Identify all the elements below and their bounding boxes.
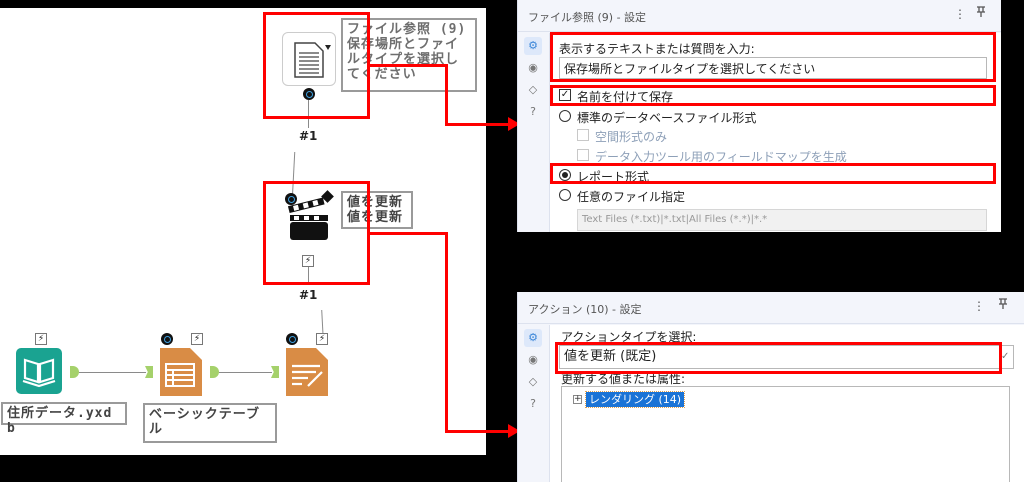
highlight-report-format (550, 163, 996, 184)
side-tab-strip: ⚙ ◉ ◇ ? (518, 33, 550, 232)
action-tool[interactable] (286, 190, 336, 242)
pin-icon[interactable] (998, 298, 1008, 313)
report-icon (286, 348, 328, 396)
connection-label: #1 (299, 288, 318, 302)
tag-icon[interactable]: ◇ (528, 375, 538, 388)
chevron-down-icon[interactable]: ✓ (1001, 351, 1010, 362)
question-anchor-icon[interactable] (286, 333, 298, 345)
book-icon (22, 358, 56, 388)
file-browse-config-panel: ファイル参照 (9) - 設定 ⋮ ⚙ ◉ ◇ ? 表示するテキストまたは質問を… (517, 0, 1001, 232)
report-format-label: レポート形式 (577, 170, 650, 184)
more-options-icon[interactable]: ⋮ (954, 7, 966, 21)
value-tree[interactable]: + レンダリング (14) (561, 386, 1010, 482)
side-tab-strip: ⚙ ◉ ◇ ? (518, 325, 550, 482)
callout-arrow-line (445, 232, 448, 433)
save-as-checkbox[interactable]: ✓ (559, 89, 571, 101)
value-label: 更新する値または属性: (561, 372, 686, 386)
more-options-icon[interactable]: ⋮ (973, 299, 985, 313)
callout-arrow-line (445, 123, 509, 126)
prompt-input[interactable]: 保存場所とファイルタイプを選択してください (559, 57, 987, 79)
workflow-canvas[interactable]: #1 ファイル参照 (9) 保存場所とファイルタイプを選択してください 値を更新… (0, 8, 486, 455)
table-icon (160, 348, 202, 396)
basic-table-annotation: ベーシックテーブル (143, 403, 277, 443)
gear-icon[interactable]: ⚙ (524, 37, 542, 55)
pin-icon[interactable] (976, 6, 986, 21)
callout-arrow-line (445, 430, 509, 433)
custom-file-label: 任意のファイル指定 (577, 190, 686, 204)
output-anchor[interactable] (70, 366, 79, 378)
document-icon (294, 42, 331, 78)
tree-item-rendering[interactable]: レンダリング (14) (584, 391, 686, 408)
panel-header: ファイル参照 (9) - 設定 ⋮ (518, 0, 1001, 32)
connection-wire (308, 267, 309, 285)
save-as-label: 名前を付けて保存 (577, 90, 674, 104)
highlight-action (263, 181, 370, 285)
tag-icon[interactable]: ◇ (528, 83, 538, 96)
panel-header: アクション (10) - 設定 ⋮ (518, 292, 1024, 324)
highlight-save-as (550, 85, 996, 106)
highlight-file-browse (263, 12, 370, 119)
file-browse-tool[interactable] (282, 32, 336, 86)
connection-label: #1 (299, 129, 318, 143)
field-map-label: データ入力ツール用のフィールドマップを生成 (595, 150, 847, 164)
file-filter-input[interactable]: Text Files (*.txt)|*.txt|All Files (*.*)… (577, 209, 987, 231)
panel-content: アクションタイプを選択: 値を更新 (既定) ✓ 更新する値または属性: + レ… (550, 325, 1024, 482)
action-type-label: アクションタイプを選択: (561, 330, 697, 344)
help-icon[interactable]: ? (530, 105, 536, 118)
bolt-anchor-icon[interactable]: ⚡ (35, 333, 47, 345)
connection-wire (79, 372, 146, 373)
question-anchor-icon[interactable] (161, 333, 173, 345)
connection-wire (219, 372, 272, 373)
callout-arrow-line (368, 232, 448, 235)
report-format-radio[interactable] (559, 169, 571, 181)
spatial-only-label: 空間形式のみ (595, 130, 668, 144)
gear-icon[interactable]: ⚙ (524, 329, 542, 347)
panel-title: ファイル参照 (9) - 設定 (528, 11, 647, 24)
bolt-anchor-icon[interactable]: ⚡ (191, 333, 203, 345)
question-anchor-icon[interactable] (303, 88, 315, 100)
connection-wire (308, 100, 309, 128)
target-icon[interactable]: ◉ (528, 61, 538, 74)
panel-content: 表示するテキストまたは質問を入力: 保存場所とファイルタイプを選択してください … (550, 33, 1001, 232)
spatial-only-checkbox[interactable] (577, 129, 589, 141)
highlight-prompt (550, 32, 996, 82)
input-data-tool[interactable] (16, 348, 62, 394)
clapperboard-icon (287, 190, 334, 240)
target-icon[interactable]: ◉ (528, 353, 538, 366)
input-anchor[interactable] (145, 366, 153, 378)
action-config-panel: アクション (10) - 設定 ⋮ ⚙ ◉ ◇ ? アクションタイプを選択: 値… (517, 292, 1024, 482)
prompt-label: 表示するテキストまたは質問を入力: (559, 42, 755, 56)
panel-title: アクション (10) - 設定 (528, 303, 642, 316)
bolt-anchor-icon[interactable]: ⚡ (316, 333, 328, 345)
input-anchor[interactable] (271, 366, 279, 378)
output-anchor[interactable] (210, 366, 219, 378)
callout-arrow-line (368, 64, 448, 67)
action-annotation: 値を更新 値を更新 (341, 191, 413, 229)
question-anchor-icon[interactable] (285, 193, 297, 205)
basic-table-tool[interactable] (160, 348, 202, 396)
input-annotation: 住所データ.yxdb (1, 402, 127, 436)
field-map-checkbox[interactable] (577, 149, 589, 161)
callout-arrow-line (445, 64, 448, 126)
bolt-anchor-icon[interactable]: ⚡ (302, 255, 314, 267)
expand-icon[interactable]: + (573, 394, 582, 404)
help-icon[interactable]: ? (530, 397, 536, 410)
custom-file-radio[interactable] (559, 189, 571, 201)
action-type-select[interactable]: 値を更新 (既定) (559, 345, 1014, 369)
standard-db-format-radio[interactable] (559, 110, 571, 122)
standard-db-format-label: 標準のデータベースファイル形式 (577, 111, 757, 125)
highlight-action-type (555, 342, 1002, 374)
render-tool[interactable] (286, 348, 328, 396)
